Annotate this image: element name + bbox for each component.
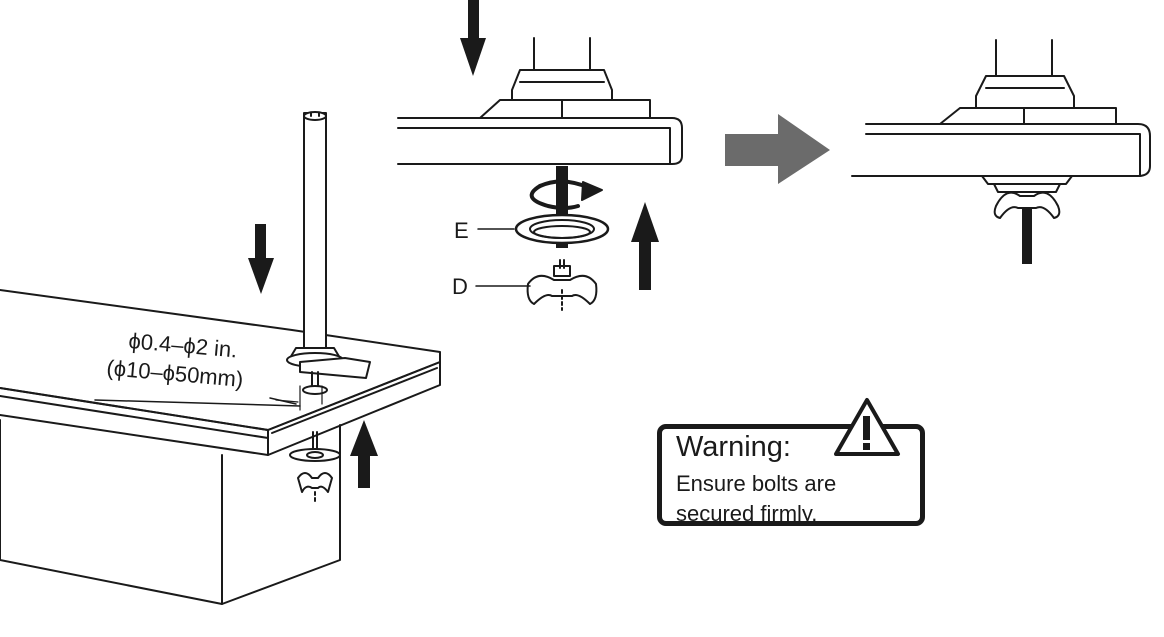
down-arrow-icon (248, 224, 274, 294)
up-arrow-icon (350, 420, 378, 488)
warning-line-1: Ensure bolts are (676, 471, 837, 496)
mount-after-tightening (851, 39, 1151, 264)
hole-size-dimension (94, 385, 323, 411)
part-d-label: D (452, 274, 468, 299)
mount-before-tightening (397, 37, 683, 311)
down-arrow-icon (460, 0, 486, 76)
desk-illustration (0, 289, 441, 605)
next-step-arrow-icon (725, 114, 830, 184)
warning-message: Ensure bolts are secured firmly. (676, 469, 836, 529)
mounting-pole (286, 111, 371, 505)
exclamation-triangle-icon (834, 398, 900, 456)
warning-line-2: secured firmly. (676, 501, 818, 526)
part-e-label: E (454, 218, 469, 243)
up-arrow-icon (631, 202, 659, 290)
warning-title: Warning: (676, 431, 791, 463)
